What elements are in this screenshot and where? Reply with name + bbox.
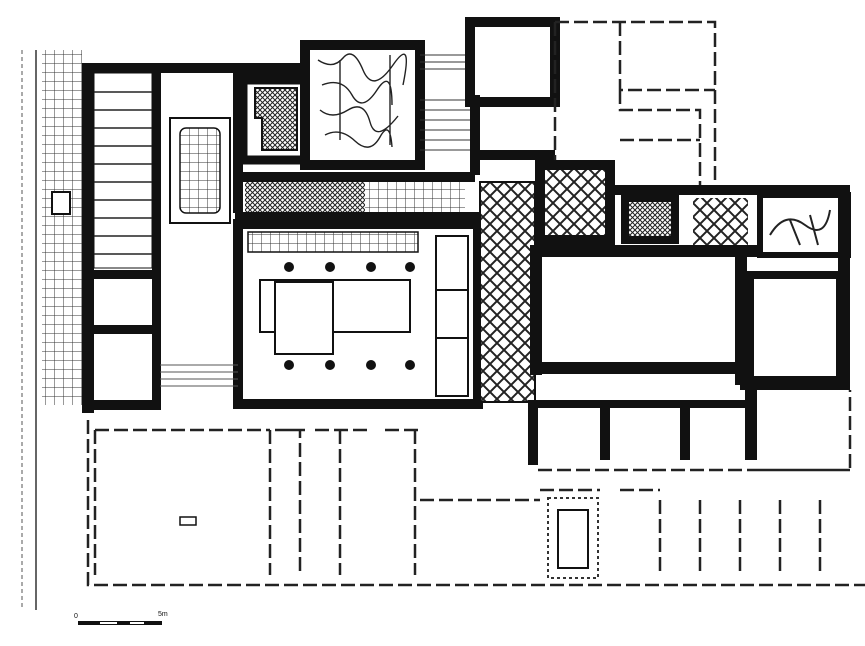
peristyle-courtyard xyxy=(160,219,483,409)
mosaic-corridor xyxy=(235,172,480,224)
basin-room xyxy=(169,117,231,224)
east-wing xyxy=(530,160,851,390)
south-rooms xyxy=(86,385,865,587)
lattice-corridor xyxy=(479,181,536,403)
scale-start-label: 0 xyxy=(74,613,78,620)
dashed-foundations-north xyxy=(553,20,717,190)
scale-end-label: 5m xyxy=(158,611,168,618)
strip-block xyxy=(51,191,71,215)
figural-mosaic-room xyxy=(300,40,425,170)
steps-north xyxy=(420,54,470,151)
left-boundary-lines xyxy=(21,50,37,610)
columns xyxy=(284,262,415,370)
small-block xyxy=(179,516,197,526)
north-rooms xyxy=(233,17,560,175)
staircase xyxy=(93,72,153,269)
grid-paved-strip xyxy=(42,50,82,405)
pool xyxy=(259,279,411,333)
west-wing xyxy=(82,63,305,413)
scale-bar: 0 5m xyxy=(74,611,168,625)
